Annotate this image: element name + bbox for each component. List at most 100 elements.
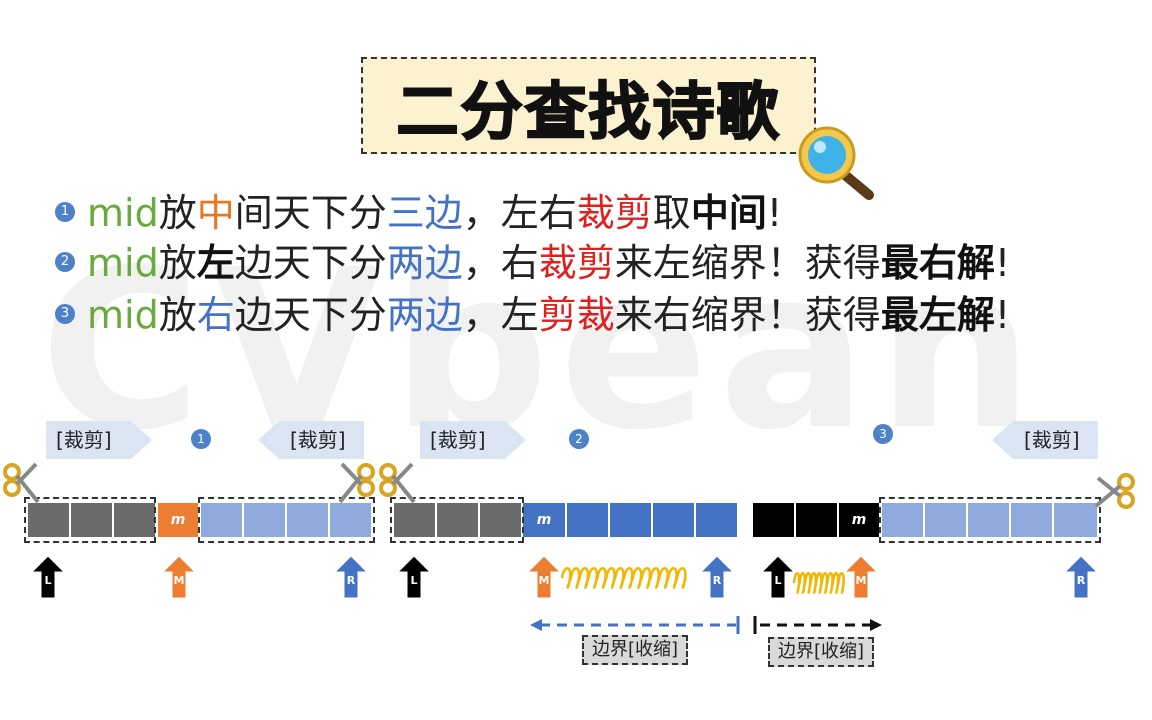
scissors-icon xyxy=(338,462,375,504)
spring-icon xyxy=(792,572,846,594)
array3-cell xyxy=(881,502,924,538)
poem-fragment: mid xyxy=(87,241,159,285)
array3-mid-cell: m xyxy=(838,502,880,538)
array2-cell xyxy=(479,502,522,538)
poem-fragment: 最左解 xyxy=(880,293,995,337)
pointer-label: L xyxy=(774,574,781,587)
array2-cell xyxy=(695,502,738,538)
array1-cell xyxy=(329,502,372,538)
cut-region xyxy=(24,497,156,543)
poem-fragment: mid xyxy=(87,293,159,337)
poem-line-3: 3 mid放右边天下分两边，左剪裁来右缩界！获得最左解! xyxy=(55,292,1010,338)
array2-mid-cell: m xyxy=(522,502,566,538)
line-number-badge: 3 xyxy=(55,303,75,324)
step-marker-2: 2 xyxy=(569,429,589,449)
array3-cell xyxy=(924,502,967,538)
cut-region xyxy=(198,497,375,543)
poem-fragment: 两边 xyxy=(386,293,463,337)
array1-cell xyxy=(286,502,329,538)
poem-fragment: 三边 xyxy=(386,191,463,235)
array1-mid-cell: m xyxy=(157,502,199,538)
pointer-m-icon: M xyxy=(162,555,196,599)
pointer-label: R xyxy=(347,574,356,587)
magnifier-icon xyxy=(798,126,874,200)
pointer-label: L xyxy=(410,574,417,587)
poem-fragment: 左 xyxy=(196,241,235,285)
watermark: CVbean xyxy=(40,250,1044,450)
poem-fragment: 取 xyxy=(652,191,691,235)
pointer-label: R xyxy=(713,574,722,587)
array2-cell xyxy=(609,502,652,538)
pointer-l-icon: L xyxy=(397,555,431,599)
cut-region xyxy=(879,497,1101,543)
pointer-l-icon: L xyxy=(31,555,65,599)
poem-fragment: 边天下分 xyxy=(234,241,387,285)
scissors-icon xyxy=(379,462,416,504)
poem-fragment: ，左 xyxy=(462,293,539,337)
poem-fragment: ! xyxy=(994,293,1011,337)
poem-fragment: 剪裁 xyxy=(538,293,615,337)
poem-fragment: ，左右 xyxy=(462,191,577,235)
array2-cell xyxy=(652,502,695,538)
pointer-m-icon: M xyxy=(527,555,561,599)
poem-fragment: 放 xyxy=(158,293,197,337)
cut-tag-3: [裁剪] xyxy=(992,421,1098,459)
pointer-r-icon: R xyxy=(334,555,368,599)
page-title: 二分查找诗歌 xyxy=(395,74,781,149)
shrink-left-arrow xyxy=(530,616,740,634)
poem-fragment: ，右 xyxy=(462,241,539,285)
poem-fragment: mid xyxy=(87,191,159,235)
array3-cell xyxy=(967,502,1010,538)
cut-tag-1b: [裁剪] xyxy=(258,421,364,459)
poem-fragment: 两边 xyxy=(386,241,463,285)
array2-cell xyxy=(393,502,436,538)
array1-cell xyxy=(70,502,113,538)
poem-fragment: 裁剪 xyxy=(538,241,615,285)
poem-fragment: 最右解 xyxy=(880,241,995,285)
poem-fragment: 放 xyxy=(158,241,197,285)
pointer-label: R xyxy=(1077,574,1086,587)
pointer-label: M xyxy=(539,574,550,587)
array2-cell xyxy=(566,502,609,538)
step-marker-3: 3 xyxy=(873,424,893,444)
shrink-right-arrow xyxy=(753,616,882,634)
step-marker-1: 1 xyxy=(191,429,211,449)
poem-fragment: 来右缩界！获得 xyxy=(614,293,881,337)
scissors-icon xyxy=(3,462,40,504)
shrink-caption-left: 边界[收缩] xyxy=(582,635,688,665)
pointer-r-icon: R xyxy=(700,555,734,599)
pointer-l-icon: L xyxy=(761,555,795,599)
cut-tag-1a: [裁剪] xyxy=(46,421,152,459)
poem-fragment: 来左缩界！获得 xyxy=(614,241,881,285)
pointer-m-icon: M xyxy=(844,555,878,599)
title-box: 二分查找诗歌 xyxy=(361,57,816,154)
pointer-r-icon: R xyxy=(1064,555,1098,599)
poem-fragment: 放 xyxy=(158,191,197,235)
array2-cell xyxy=(436,502,479,538)
array3-cell xyxy=(795,502,838,538)
array3-cell xyxy=(1053,502,1098,538)
cut-tag-2: [裁剪] xyxy=(420,421,526,459)
array1-cell xyxy=(200,502,243,538)
poem-fragment: 边天下分 xyxy=(234,293,387,337)
pointer-label: L xyxy=(44,574,51,587)
poem-fragment: 中间 xyxy=(690,191,767,235)
line-number-badge: 1 xyxy=(55,201,75,222)
shrink-caption-right: 边界[收缩] xyxy=(768,637,874,667)
array1-cell xyxy=(27,502,70,538)
poem-fragment: 右 xyxy=(196,293,235,337)
line-number-badge: 2 xyxy=(55,251,75,272)
array1-cell xyxy=(243,502,286,538)
poem-fragment: 中 xyxy=(196,191,235,235)
poem-fragment: 间天下分 xyxy=(234,191,387,235)
scissors-icon xyxy=(1094,473,1135,509)
pointer-label: M xyxy=(174,574,185,587)
poem-fragment: 裁剪 xyxy=(576,191,653,235)
poem-fragment: ! xyxy=(766,191,783,235)
array3-cell xyxy=(752,502,795,538)
array3-cell xyxy=(1010,502,1053,538)
pointer-label: M xyxy=(856,574,867,587)
spring-icon xyxy=(560,567,688,589)
poem-line-1: 1 mid放中间天下分三边，左右裁剪取中间! xyxy=(55,190,782,236)
